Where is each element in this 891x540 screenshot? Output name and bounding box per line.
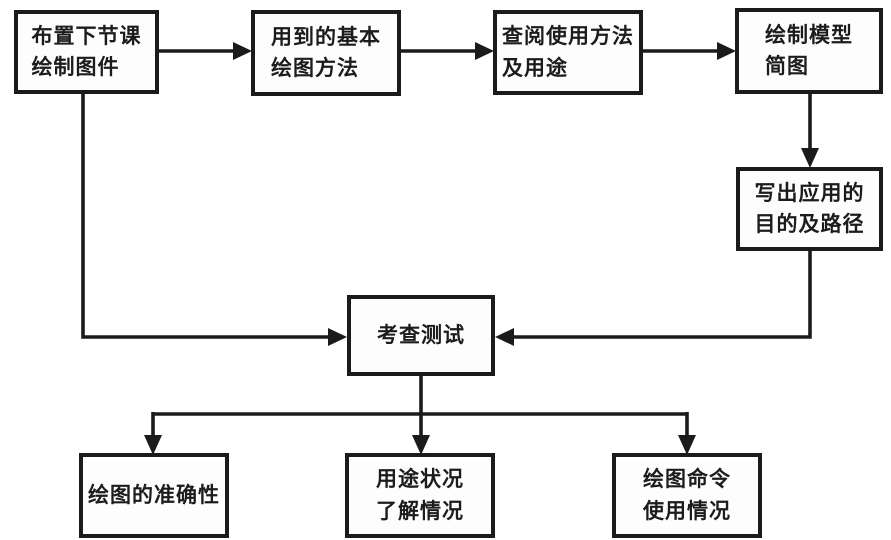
connector-assign-to-exam <box>81 94 347 346</box>
arrowhead <box>678 435 696 455</box>
arrowhead <box>495 328 514 346</box>
flow-node-label: 查阅使用方法 及用途 <box>502 24 634 80</box>
flow-node-usage-status: 用途状况 了解情况 <box>345 453 495 538</box>
flow-node-label: 写出应用的 目的及路径 <box>754 180 865 237</box>
flow-node-label: 用途状况 了解情况 <box>376 467 464 523</box>
arrowhead <box>412 435 430 455</box>
arrowhead <box>475 42 494 60</box>
flow-node-label: 布置下节课 绘制图件 <box>31 23 142 80</box>
flow-node-label: 绘图的准确性 <box>88 482 220 507</box>
flow-node-draw-model: 绘制模型 简图 <box>735 8 883 94</box>
flow-node-lookup-usage: 查阅使用方法 及用途 <box>493 10 643 95</box>
connector-assign-to-basic <box>159 42 252 60</box>
connector-exam-branch-trunk <box>153 376 687 416</box>
flow-node-label: 绘图命令 使用情况 <box>643 467 731 523</box>
connector-lookup-to-drawmodel <box>643 42 736 60</box>
flow-node-write-purpose: 写出应用的 目的及路径 <box>736 167 883 251</box>
flow-node-exam-test: 考查测试 <box>347 295 495 376</box>
flow-node-label: 绘制模型 简图 <box>765 22 853 79</box>
flow-node-assign-task: 布置下节课 绘制图件 <box>14 10 159 94</box>
arrowhead <box>717 42 736 60</box>
arrowhead <box>144 435 162 455</box>
arrowhead <box>328 328 347 346</box>
flow-node-basic-methods: 用到的基本 绘图方法 <box>251 10 401 96</box>
connector-purpose-to-exam <box>495 251 812 346</box>
flow-node-label: 用到的基本 绘图方法 <box>271 24 381 81</box>
connector-drawmodel-to-purpose <box>801 94 819 168</box>
flow-node-label: 考查测试 <box>377 322 465 347</box>
connector-branch-to-command <box>678 412 696 455</box>
flow-node-command-usage: 绘图命令 使用情况 <box>612 453 762 538</box>
arrowhead <box>233 42 252 60</box>
connector-basic-to-lookup <box>401 42 494 60</box>
flow-node-accuracy: 绘图的准确性 <box>79 453 229 538</box>
connector-branch-to-usage <box>412 412 430 455</box>
arrowhead <box>801 148 819 168</box>
connector-branch-to-accuracy <box>144 412 162 455</box>
